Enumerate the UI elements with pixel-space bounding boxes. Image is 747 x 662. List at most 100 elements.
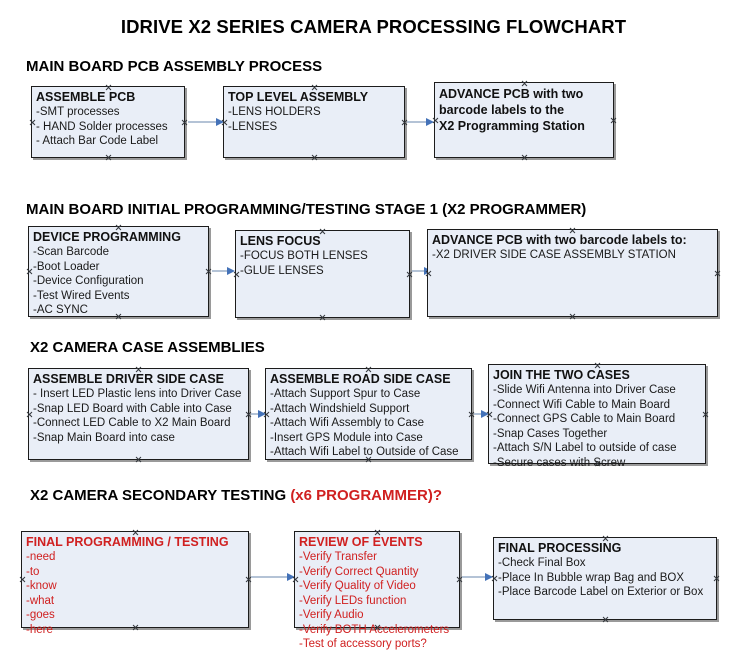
node-title: REVIEW OF EVENTS <box>299 535 423 549</box>
node-line: -Place Barcode Label on Exterior or Box <box>498 586 704 598</box>
node-top-level-assembly[interactable]: TOP LEVEL ASSEMBLY -LENS HOLDERS -LENSES <box>223 86 405 158</box>
node-line: -Snap LED Board with Cable into Case <box>33 402 232 415</box>
node-line: -AC SYNC <box>33 304 88 316</box>
node-line-overflow: -Test of accessory ports? <box>299 638 427 650</box>
section-header-main-board-initial-programming: MAIN BOARD INITIAL PROGRAMMING/TESTING S… <box>26 201 586 218</box>
node-line: -Verify Correct Quantity <box>299 565 419 578</box>
node-line: -Device Configuration <box>33 275 144 287</box>
node-line: -Attach Windshield Support <box>270 402 410 415</box>
node-line: -Slide Wifi Antenna into Driver Case <box>493 384 676 396</box>
node-lens-focus[interactable]: LENS FOCUS -FOCUS BOTH LENSES -GLUE LENS… <box>235 230 410 318</box>
node-title: LENS FOCUS <box>240 234 321 248</box>
resize-handle-left[interactable] <box>29 119 36 126</box>
connector-shaft <box>188 121 216 123</box>
section-header-text: X2 CAMERA SECONDARY TESTING <box>30 487 291 504</box>
resize-handle-bottom[interactable] <box>319 314 326 321</box>
node-line: -Verify Quality of Video <box>299 580 416 592</box>
node-line: -here <box>26 623 53 636</box>
node-line: -need <box>26 551 56 563</box>
node-title-line-3: X2 Programming Station <box>439 119 585 133</box>
node-line: -Connect Wifi Cable to Main Board <box>493 398 671 411</box>
node-final-programming-testing[interactable]: FINAL PROGRAMMING / TESTING -need -to -k… <box>19 531 249 636</box>
section-header-text: MAIN BOARD INITIAL PROGRAMMING/TESTING S… <box>26 201 587 218</box>
node-line: -LENS HOLDERS <box>228 106 321 118</box>
node-line: -goes <box>26 609 55 621</box>
node-advance-pcb-driver-side-case[interactable]: ADVANCE PCB with two barcode labels to: … <box>427 229 718 317</box>
node-title: ASSEMBLE DRIVER SIDE CASE <box>33 372 225 386</box>
resize-handle-bottom[interactable] <box>521 154 528 161</box>
resize-handle-left[interactable] <box>425 270 432 277</box>
resize-handle-bottom[interactable] <box>602 616 609 623</box>
node-line: -Scan Barcode <box>33 246 110 258</box>
node-line: -GLUE LENSES <box>240 264 324 277</box>
node-line: -Verify LEDs function <box>299 594 407 607</box>
resize-handle-right[interactable] <box>714 270 721 277</box>
resize-handle-left[interactable] <box>432 117 439 124</box>
node-line: - HAND Solder processes <box>36 120 168 133</box>
connector-device-programming-to-lens-focus <box>212 267 235 276</box>
resize-handle-left[interactable] <box>486 411 493 418</box>
node-title: FINAL PROCESSING <box>498 541 622 555</box>
node-line: -SMT processes <box>36 106 120 118</box>
node-title: ADVANCE PCB with two barcode labels to: <box>432 233 687 247</box>
page-title: IDRIVE X2 SERIES CAMERA PROCESSING FLOWC… <box>120 16 627 37</box>
connector-shaft <box>462 576 485 578</box>
resize-handle-left[interactable] <box>292 576 299 583</box>
node-title: TOP LEVEL ASSEMBLY <box>228 90 369 104</box>
node-advance-pcb-programming-station[interactable]: ADVANCE PCB with two barcode labels to t… <box>434 82 614 158</box>
resize-handle-left[interactable] <box>19 576 26 583</box>
node-title-line-2: barcode labels to the <box>439 103 565 117</box>
section-header-x2-camera-case-assemblies: X2 CAMERA CASE ASSEMBLIES <box>30 339 265 356</box>
node-title: FINAL PROGRAMMING / TESTING <box>26 535 229 549</box>
node-line: -FOCUS BOTH LENSES <box>240 250 368 262</box>
resize-handle-left[interactable] <box>26 411 33 418</box>
node-review-of-events[interactable]: REVIEW OF EVENTS -Verify Transfer -Verif… <box>292 531 460 650</box>
node-assemble-pcb[interactable]: ASSEMBLE PCB -SMT processes - HAND Solde… <box>31 86 185 158</box>
resize-handle-bottom[interactable] <box>105 154 112 161</box>
resize-handle-bottom[interactable] <box>569 313 576 320</box>
node-line: -Verify BOTH Accelerometers <box>299 623 450 636</box>
connector-assemble-pcb-to-top-level-assembly <box>188 118 224 127</box>
node-assemble-road-side-case[interactable]: ASSEMBLE ROAD SIDE CASE -Attach Support … <box>265 368 472 460</box>
connector-shaft <box>251 576 287 578</box>
node-line: -LENSES <box>228 120 278 133</box>
connector-final-programming-to-review-of-events <box>251 573 295 582</box>
node-final-processing[interactable]: FINAL PROCESSING -Check Final Box -Place… <box>493 537 717 620</box>
arrow-head-icon <box>426 118 434 126</box>
connector-shaft <box>251 413 258 415</box>
connector-shaft <box>407 121 426 123</box>
resize-handle-left[interactable] <box>221 119 228 126</box>
section-header-text: MAIN BOARD PCB ASSEMBLY PROCESS <box>26 58 323 75</box>
node-line: -Attach S/N Label to outside of case <box>493 442 677 454</box>
resize-handle-left[interactable] <box>491 575 498 582</box>
node-line: -know <box>26 580 57 592</box>
node-line: -Attach Wifi Assembly to Case <box>270 417 425 429</box>
node-line: -Connect LED Cable to X2 Main Board <box>33 417 231 429</box>
node-device-programming[interactable]: DEVICE PROGRAMMING -Scan Barcode -Boot L… <box>28 226 209 317</box>
arrow-head-icon <box>227 267 235 275</box>
node-join-the-two-cases[interactable]: JOIN THE TWO CASES -Slide Wifi Antenna i… <box>486 364 706 469</box>
resize-handle-left[interactable] <box>26 268 33 275</box>
resize-handle-bottom[interactable] <box>135 456 142 463</box>
node-line: -Connect GPS Cable to Main Board <box>493 413 676 425</box>
resize-handle-left[interactable] <box>233 271 240 278</box>
node-line: -Test Wired Events <box>33 289 130 302</box>
arrow-head-icon <box>485 573 493 581</box>
node-line: -X2 DRIVER SIDE CASE ASSEMBLY STATION <box>432 249 676 261</box>
resize-handle-left[interactable] <box>263 411 270 418</box>
section-header-x2-camera-secondary-testing: X2 CAMERA SECONDARY TESTING (x6 PROGRAMM… <box>30 487 442 504</box>
node-assemble-driver-side-case[interactable]: ASSEMBLE DRIVER SIDE CASE - Insert LED P… <box>28 368 249 460</box>
node-line: -to <box>26 565 40 578</box>
node-title: ADVANCE PCB with two <box>439 87 584 101</box>
resize-handle-bottom[interactable] <box>311 154 318 161</box>
connector-shaft <box>412 270 424 272</box>
node-line: -Secure cases with Screw <box>493 456 626 469</box>
section-header-accent: (x6 PROGRAMMER)? <box>290 487 442 504</box>
node-line: -Boot Loader <box>33 260 100 273</box>
node-line: - Insert LED Plastic lens into Driver Ca… <box>33 388 242 400</box>
node-title: DEVICE PROGRAMMING <box>33 230 181 244</box>
node-line: -Attach Support Spur to Case <box>270 388 421 400</box>
node-line: -Attach Wifi Label to Outside of Case <box>270 446 459 458</box>
connector-shaft <box>212 270 227 272</box>
